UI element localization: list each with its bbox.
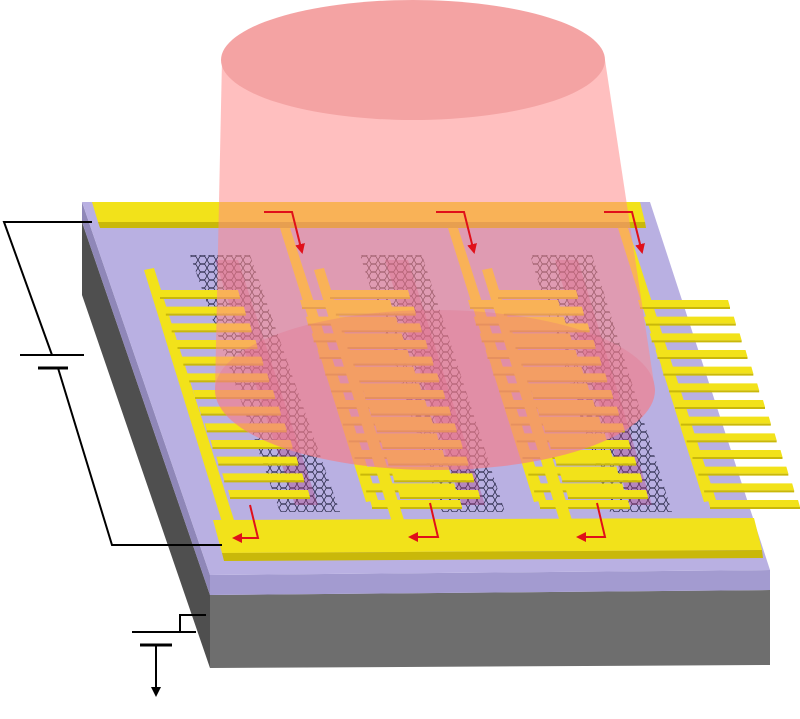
- electrode-finger-right: [678, 416, 771, 424]
- electrode-finger-right: [538, 500, 630, 507]
- electrode-finger-right-edge: [657, 357, 748, 359]
- electrode-finger-right: [661, 366, 754, 374]
- current-arrow: [604, 211, 645, 254]
- electrode-finger-left-edge: [394, 480, 475, 483]
- electrode-finger-left-edge: [224, 480, 305, 483]
- electrode-spine-left: [144, 268, 234, 522]
- electrode-finger-right-edge: [698, 473, 789, 476]
- electrode-finger-right: [655, 350, 748, 357]
- electrode-finger-right-edge: [669, 390, 760, 393]
- electrode-finger-right: [673, 400, 765, 407]
- electrode-finger-left: [398, 490, 480, 497]
- electrode-finger-left-edge: [568, 497, 648, 499]
- electrode-finger-left: [222, 473, 305, 481]
- electrode-finger-right-edge: [710, 507, 800, 509]
- electrode-finger-left-edge: [212, 447, 293, 449]
- electrode-finger-left-edge: [230, 497, 310, 499]
- electrode-finger-left-edge: [400, 497, 480, 499]
- electrode-finger-right: [649, 333, 742, 341]
- electrode-finger-right: [370, 500, 462, 507]
- electrode-finger-right-edge: [651, 340, 742, 343]
- electrode-finger-right-edge: [540, 507, 630, 509]
- electrode-finger-left-edge: [556, 463, 637, 466]
- current-arrow: [264, 211, 305, 254]
- current-arrow: [436, 211, 477, 254]
- electrode-finger-right-edge: [663, 373, 754, 376]
- light-beam: [215, 0, 655, 470]
- electrode-finger-right: [364, 483, 457, 491]
- electrode-finger-left: [554, 456, 637, 464]
- electrode-finger-left-edge: [218, 463, 299, 466]
- electrode-finger-right-edge: [640, 307, 730, 309]
- voltage-source: [2, 221, 222, 546]
- electrode-finger-left: [216, 456, 299, 464]
- electrode-finger-right: [532, 483, 625, 491]
- electrode-finger-right: [638, 300, 730, 307]
- electrode-finger-right-edge: [704, 490, 795, 493]
- current-arrow: [576, 502, 607, 542]
- bottom-electrode-bus: [213, 518, 763, 561]
- substrate: [82, 222, 770, 668]
- electrode-finger-right-edge: [675, 407, 765, 409]
- electrode-finger-right: [696, 466, 789, 474]
- electrode-finger-right: [667, 383, 760, 391]
- current-arrow: [408, 502, 440, 542]
- electrode-finger-left: [560, 473, 643, 481]
- electrode-finger-right-edge: [645, 323, 736, 326]
- electrode-finger-right: [702, 483, 795, 491]
- electrode-finger-left: [566, 490, 648, 497]
- current-arrows: [232, 211, 645, 543]
- electrode-finger-right: [690, 450, 783, 457]
- electrode-finger-right-edge: [680, 423, 771, 426]
- electrode-finger-right-edge: [686, 440, 777, 443]
- electrode-finger-left: [392, 473, 475, 481]
- gate-ground: [132, 614, 206, 697]
- electrode-finger-right: [708, 500, 800, 507]
- electrode-finger-right: [643, 316, 736, 324]
- current-arrow: [232, 504, 260, 543]
- electrode-finger-left: [228, 490, 310, 497]
- electrode-finger-right-edge: [692, 457, 783, 459]
- electrode-finger-left-edge: [562, 480, 643, 483]
- electrode-finger-right-edge: [372, 507, 462, 509]
- electrode-finger-right: [526, 466, 619, 474]
- electrode-finger-right: [684, 433, 777, 441]
